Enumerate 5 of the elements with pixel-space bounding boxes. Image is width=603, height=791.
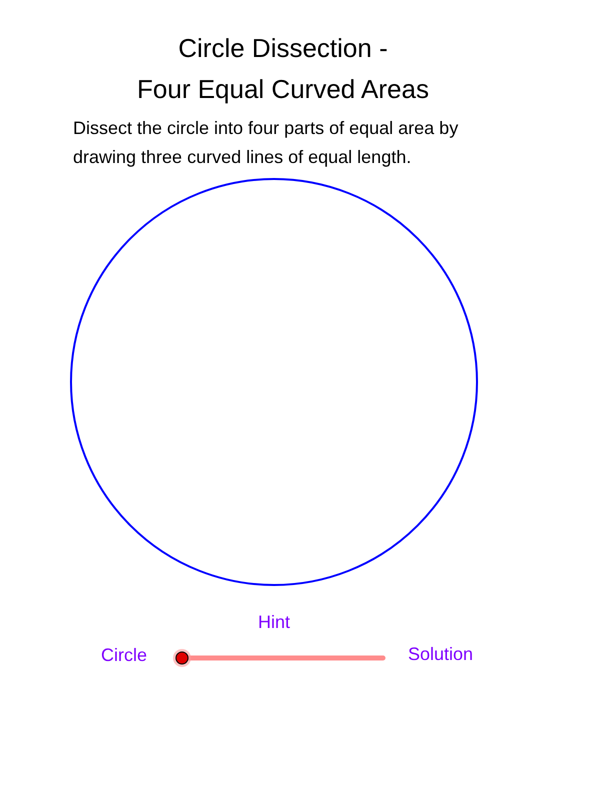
title: Circle Dissection - Four Equal Curved Areas	[136, 32, 430, 106]
slider-min-label: Circle	[101, 645, 148, 666]
instruction-text: Dissect the circle into four parts of equal area by drawing three curved lines of equal length.	[73, 117, 460, 169]
hint-label: Hint	[258, 612, 290, 633]
slider-max-label: Solution	[408, 644, 474, 665]
